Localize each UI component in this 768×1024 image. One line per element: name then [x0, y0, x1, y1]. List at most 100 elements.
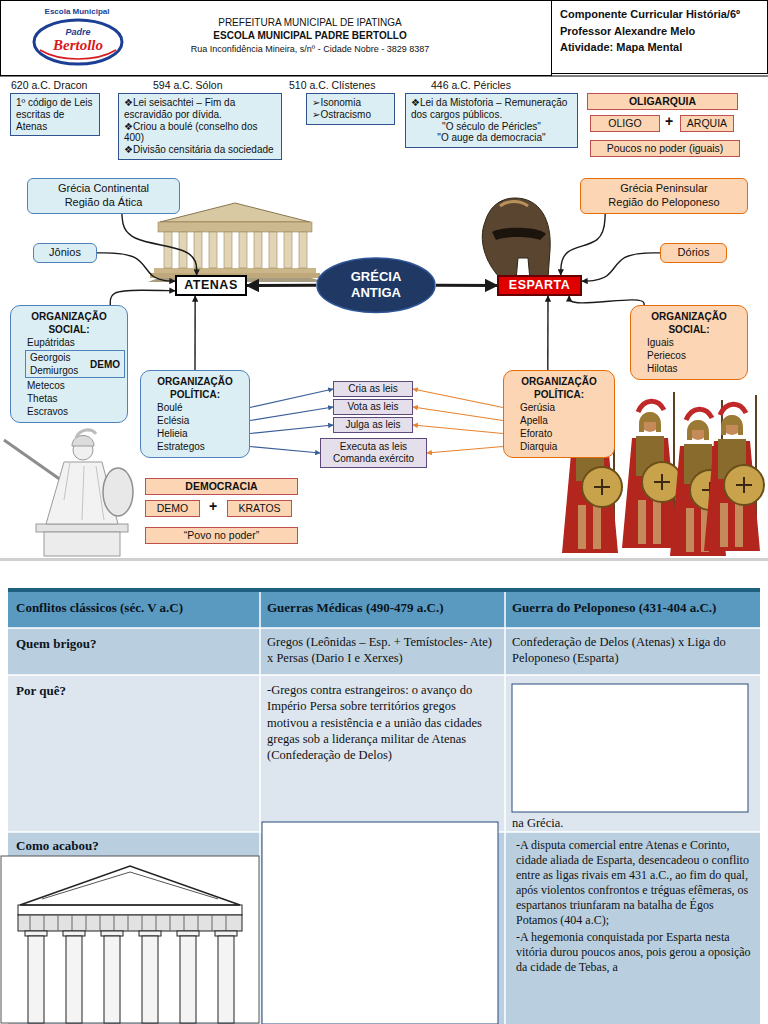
box-text: ➢Ostracismo	[312, 109, 389, 121]
function-box: Julga as leis	[333, 417, 413, 433]
arrow-connector	[247, 284, 316, 287]
parthenon-picture	[148, 203, 322, 282]
box-text: "O auge da democracia"	[411, 132, 572, 144]
box-text: ❖Criou a boulé (conselho dos 400)	[124, 121, 276, 145]
box-text: Atividade: Mapa Mental	[560, 39, 759, 56]
parthenon-picture	[269, 232, 277, 268]
box-text: ➢Isonomia	[312, 97, 389, 109]
central-ellipse: GRÉCIA ANTIGA	[316, 257, 436, 314]
term-box: KRATOS	[227, 500, 292, 517]
box-text: Jônios	[36, 246, 94, 260]
box-text: Executa as leis Comanda exército	[331, 441, 416, 465]
organization-box: ORGANIZAÇÃO POLÍTICA:BouléEclésiaHelieia…	[140, 370, 250, 458]
box-text: Grécia Continental Região da Ática	[48, 182, 159, 210]
blank-answer-box	[262, 822, 498, 1024]
box-text: Poucos no poder (iguais)	[593, 142, 737, 155]
box-text: Boulé	[147, 401, 243, 414]
box-text: ❖Lei seisachtei – Fim da escravidão por …	[124, 97, 276, 121]
term-box: DEMOCRACIA	[145, 478, 298, 495]
box-heading: ORGANIZAÇÃO POLÍTICA:	[147, 375, 243, 401]
organization-box: ORGANIZAÇÃO POLÍTICA:GerúsiaApellaEforat…	[503, 370, 615, 458]
term-box: ARQUIA	[680, 115, 734, 132]
table-cell: na Grécia.	[512, 815, 748, 831]
header-text: Rua Inconfidência Mineira, s/nº - Cidade…	[150, 44, 470, 54]
arrow-connector	[561, 214, 605, 276]
logo-text: Padre	[62, 27, 94, 37]
temple-engraving	[177, 931, 199, 936]
timeline-box: 594 a.C. Sólon❖Lei seisachtei – Fim da e…	[118, 93, 282, 160]
box-text: OLIGO	[593, 117, 657, 130]
box-text: Professor Alexandre Melo	[560, 23, 759, 40]
header-frame	[0, 76, 768, 77]
parthenon-picture	[160, 203, 310, 222]
parthenon-picture	[164, 232, 307, 268]
arrow-connector	[194, 296, 196, 370]
box-text: “Povo no poder”	[148, 529, 295, 542]
arrow-connector	[250, 425, 333, 434]
box-text: DEMOCRACIA	[148, 480, 295, 493]
arrow-connector	[110, 290, 175, 305]
box-text: KRATOS	[230, 502, 289, 515]
box-text: GRÉCIA ANTIGA	[346, 269, 406, 302]
arrow-connector	[569, 296, 644, 305]
info-box: Componente Curricular História/6ºProfess…	[551, 0, 768, 74]
arrow-connector	[250, 407, 333, 421]
timeline-box: 446 a.C. Péricles❖Lei da Mistoforia – Re…	[405, 93, 578, 148]
table-row-heading: Como acabou?	[16, 838, 256, 854]
map-bottom-edge	[0, 558, 768, 561]
region-box: Grécia Peninsular Região do Peloponeso	[580, 178, 748, 214]
box-text: Apella	[510, 414, 608, 427]
box-text: DEMO	[90, 358, 120, 371]
box-text: Eupátridas	[17, 336, 121, 349]
function-box: Vota as leis	[333, 399, 413, 415]
ellipse-outline	[317, 258, 435, 313]
temple-engraving	[30, 915, 226, 931]
table-cell: -A disputa comercial entre Atenas e Cori…	[516, 838, 756, 928]
arrow-connector	[547, 296, 549, 370]
box-heading: ORGANIZAÇÃO POLÍTICA:	[510, 375, 608, 401]
temple-engraving	[101, 931, 123, 936]
box-text: Escravos	[17, 405, 121, 418]
box-heading: 446 a.C. Péricles	[431, 79, 511, 91]
table-cell: Confederação de Delos (Atenas) x Liga do…	[512, 634, 756, 667]
box-text: Estrategos	[147, 440, 243, 453]
header-text: PREFEITURA MUNICIPAL DE IPATINGA	[160, 17, 460, 28]
header-frame	[1, 1, 552, 76]
parthenon-picture	[299, 232, 307, 268]
meaning-box: Poucos no poder (iguais)	[590, 140, 740, 157]
blank-answer-box	[512, 684, 748, 812]
temple-engraving	[180, 936, 196, 1023]
box-text: DEMO	[148, 502, 197, 515]
table-grid	[8, 592, 760, 628]
box-heading: ORGANIZAÇÃO SOCIAL:	[637, 310, 741, 336]
box-text: Demiurgos	[30, 364, 90, 377]
timeline-box: 510 a.C. Clístenes➢Isonomia➢Ostracismo	[306, 93, 395, 125]
box-text: OLIGARQUIA	[590, 95, 735, 108]
temple-engraving	[28, 936, 44, 1023]
city-box: ESPARTA	[497, 275, 582, 296]
parthenon-picture	[224, 232, 232, 268]
timeline-box: 620 a.C. Dracon1º código de Leis escrita…	[10, 93, 100, 136]
athena-statue	[76, 430, 96, 438]
temple-engraving	[20, 866, 240, 905]
box-heading: 594 a.C. Sólon	[153, 79, 222, 91]
school-logo	[34, 20, 122, 64]
box-text: Gerúsia	[510, 401, 608, 414]
temple-engraving	[104, 936, 120, 1023]
arrow-connector	[250, 447, 320, 454]
table-cell: -Gregos contra estrangeiros: o avanço do…	[267, 682, 499, 763]
box-text: ESPARTA	[499, 278, 580, 293]
parthenon-picture	[164, 232, 172, 268]
arrow-connector	[250, 389, 333, 408]
temple-engraving	[215, 931, 237, 936]
temple-engraving	[42, 872, 218, 899]
box-text: Georgois	[30, 351, 90, 364]
people-box: Dórios	[660, 243, 727, 263]
box-text: Componente Curricular História/6º	[560, 6, 759, 23]
temple-engraving	[63, 931, 85, 936]
school-logo	[34, 20, 122, 64]
parthenon-picture	[254, 232, 262, 268]
box-text: ❖Divisão censitária da sociedade	[124, 144, 276, 156]
athena-statue	[103, 468, 133, 516]
temple-engraving	[1, 856, 259, 1023]
